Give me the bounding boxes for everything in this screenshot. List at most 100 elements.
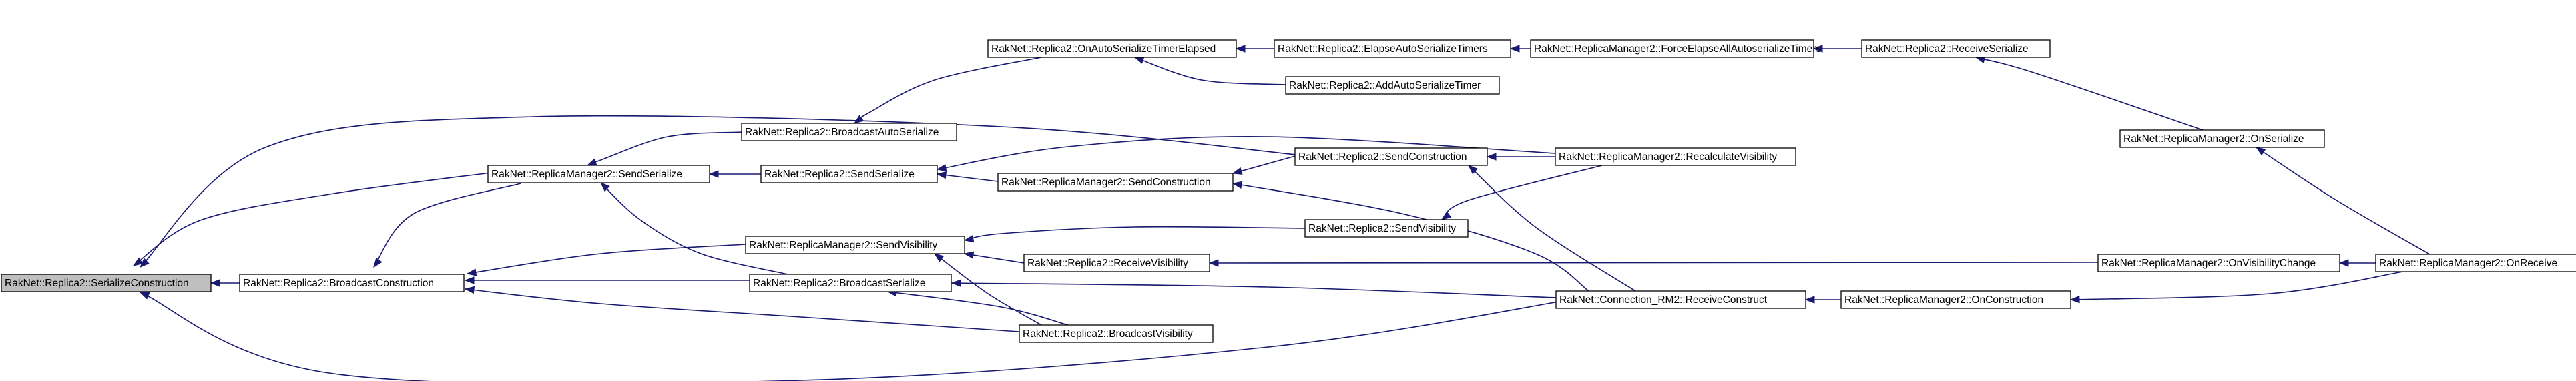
edge-n14-n5 bbox=[963, 226, 1306, 243]
edge-n5-n1 bbox=[466, 244, 746, 276]
node-n14[interactable]: RakNet::Replica2::SendVisibility bbox=[1304, 219, 1469, 238]
arrowhead-icon bbox=[139, 258, 150, 268]
node-n18[interactable]: RakNet::Replica2::ReceiveSerialize bbox=[1861, 39, 2051, 58]
node-label: RakNet::Replica2::OnAutoSerializeTimerEl… bbox=[991, 43, 1216, 55]
arrowhead-icon bbox=[599, 182, 610, 192]
edge-line bbox=[964, 253, 1025, 264]
edge-line bbox=[937, 173, 999, 182]
edge-layer bbox=[132, 45, 2430, 381]
node-n3[interactable]: RakNet::Replica2::BroadcastAutoSerialize bbox=[741, 123, 957, 141]
edge-n21-n10 bbox=[1208, 259, 2099, 267]
edge-n16-n14 bbox=[1441, 165, 1603, 220]
edge-line bbox=[140, 115, 1309, 268]
node-label: RakNet::Replica2::ElapseAutoSerializeTim… bbox=[1278, 43, 1488, 55]
node-box bbox=[2119, 129, 2325, 148]
edge-n4-n2 bbox=[708, 170, 761, 178]
node-label: RakNet::ReplicaManager2::RecalculateVisi… bbox=[1559, 151, 1777, 163]
node-label: RakNet::Replica2::BroadcastVisibility bbox=[1023, 328, 1193, 340]
node-n15[interactable]: RakNet::ReplicaManager2::ForceElapseAllA… bbox=[1530, 39, 1821, 58]
node-label: RakNet::Replica2::SerializeConstruction bbox=[5, 278, 189, 289]
arrowhead-icon bbox=[2338, 259, 2349, 267]
node-box bbox=[997, 173, 1234, 192]
edge-n22-n21 bbox=[2338, 259, 2376, 267]
edge-line bbox=[140, 292, 1583, 381]
arrowhead-icon bbox=[1804, 296, 1815, 304]
node-label: RakNet::Replica2::SendSerialize bbox=[764, 169, 915, 180]
node-box bbox=[2097, 254, 2340, 272]
node-n20[interactable]: RakNet::ReplicaManager2::OnSerialize bbox=[2119, 129, 2325, 148]
node-n2[interactable]: RakNet::ReplicaManager2::SendSerialize bbox=[487, 165, 710, 183]
node-box bbox=[1, 274, 212, 292]
edge-line bbox=[854, 57, 1042, 124]
edge-n10-n5 bbox=[963, 251, 1025, 264]
edge-line bbox=[373, 183, 521, 268]
edge-line bbox=[1209, 262, 2099, 264]
arrowhead-icon bbox=[1509, 45, 1520, 53]
arrowhead-icon bbox=[586, 158, 597, 166]
node-label: RakNet::Replica2::ReceiveSerialize bbox=[1865, 43, 2029, 55]
node-n5[interactable]: RakNet::ReplicaManager2::SendVisibility bbox=[745, 236, 965, 254]
node-label: RakNet::ReplicaManager2::OnReceive bbox=[2379, 258, 2557, 269]
arrowhead-icon bbox=[1486, 153, 1497, 161]
node-n17[interactable]: RakNet::Connection_RM2::ReceiveConstruct bbox=[1555, 290, 1806, 309]
arrowhead-icon bbox=[708, 170, 719, 178]
edge-n12-n8 bbox=[1133, 56, 1286, 85]
edge-line bbox=[1975, 57, 2204, 131]
edge-n16-n13 bbox=[1486, 153, 1555, 161]
edge-n13-n0 bbox=[139, 115, 1309, 268]
edge-line bbox=[887, 291, 1069, 326]
edge-n19-n17 bbox=[1804, 296, 1841, 304]
arrowhead-icon bbox=[464, 276, 475, 284]
node-box bbox=[1530, 39, 1814, 58]
arrowhead-icon bbox=[466, 268, 477, 276]
node-n22[interactable]: RakNet::ReplicaManager2::OnReceive bbox=[2375, 254, 2576, 272]
node-label: RakNet::Replica2::BroadcastAutoSerialize bbox=[745, 127, 939, 138]
node-n13[interactable]: RakNet::Replica2::SendConstruction bbox=[1294, 147, 1488, 166]
node-label: RakNet::Replica2::BroadcastConstruction bbox=[243, 278, 434, 289]
arrowhead-icon bbox=[853, 115, 864, 124]
edge-n17-n0 bbox=[139, 292, 1583, 381]
node-n4[interactable]: RakNet::Replica2::SendSerialize bbox=[760, 165, 938, 183]
node-n1[interactable]: RakNet::Replica2::BroadcastConstruction bbox=[239, 274, 465, 292]
node-box bbox=[1294, 147, 1488, 166]
node-box bbox=[1019, 324, 1214, 343]
node-box bbox=[1285, 76, 1500, 95]
edge-n2-n0 bbox=[132, 172, 491, 266]
node-label: RakNet::ReplicaManager2::SendConstructio… bbox=[1001, 177, 1211, 188]
arrowhead-icon bbox=[936, 164, 947, 172]
arrowhead-icon bbox=[1467, 165, 1478, 175]
arrowhead-icon bbox=[1232, 181, 1243, 189]
edge-line bbox=[587, 131, 742, 166]
node-n10[interactable]: RakNet::Replica2::ReceiveVisibility bbox=[1023, 254, 1210, 272]
node-n21[interactable]: RakNet::ReplicaManager2::OnVisibilityCha… bbox=[2097, 254, 2340, 272]
edge-n3-n2 bbox=[586, 131, 742, 166]
node-box bbox=[987, 39, 1237, 58]
arrowhead-icon bbox=[936, 171, 947, 179]
node-n6[interactable]: RakNet::Replica2::BroadcastSerialize bbox=[749, 274, 952, 292]
node-n7[interactable]: RakNet::Replica2::BroadcastVisibility bbox=[1019, 324, 1214, 343]
arrowhead-icon bbox=[139, 292, 150, 300]
node-label: RakNet::Replica2::BroadcastSerialize bbox=[753, 278, 925, 289]
arrowhead-icon bbox=[2069, 295, 2080, 304]
node-n19[interactable]: RakNet::ReplicaManager2::OnConstruction bbox=[1840, 290, 2071, 309]
arrowhead-icon bbox=[1441, 211, 1452, 220]
node-n12[interactable]: RakNet::Replica2::AddAutoSerializeTimer bbox=[1285, 76, 1500, 95]
edge-n17-n13 bbox=[1467, 165, 1636, 292]
arrowhead-icon bbox=[1232, 167, 1243, 175]
node-box bbox=[1840, 290, 2071, 309]
node-label: RakNet::Connection_RM2::ReceiveConstruct bbox=[1559, 294, 1768, 306]
edge-n16-n4 bbox=[936, 136, 1556, 172]
edge-n11-n8 bbox=[1235, 45, 1274, 53]
edge-line bbox=[133, 172, 491, 266]
node-n0[interactable]: RakNet::Replica2::SerializeConstruction bbox=[1, 274, 212, 292]
node-label: RakNet::ReplicaManager2::OnConstruction bbox=[1844, 294, 2043, 306]
node-n9[interactable]: RakNet::ReplicaManager2::SendConstructio… bbox=[997, 173, 1234, 192]
node-label: RakNet::ReplicaManager2::OnSerialize bbox=[2123, 133, 2304, 145]
node-n16[interactable]: RakNet::ReplicaManager2::RecalculateVisi… bbox=[1555, 147, 1796, 166]
node-n11[interactable]: RakNet::Replica2::ElapseAutoSerializeTim… bbox=[1274, 39, 1511, 58]
edge-n15-n11 bbox=[1509, 45, 1531, 53]
edge-line bbox=[1232, 155, 1296, 174]
edge-line bbox=[1441, 165, 1603, 220]
edge-n6-n2 bbox=[599, 182, 788, 275]
node-n8[interactable]: RakNet::Replica2::OnAutoSerializeTimerEl… bbox=[987, 39, 1237, 58]
